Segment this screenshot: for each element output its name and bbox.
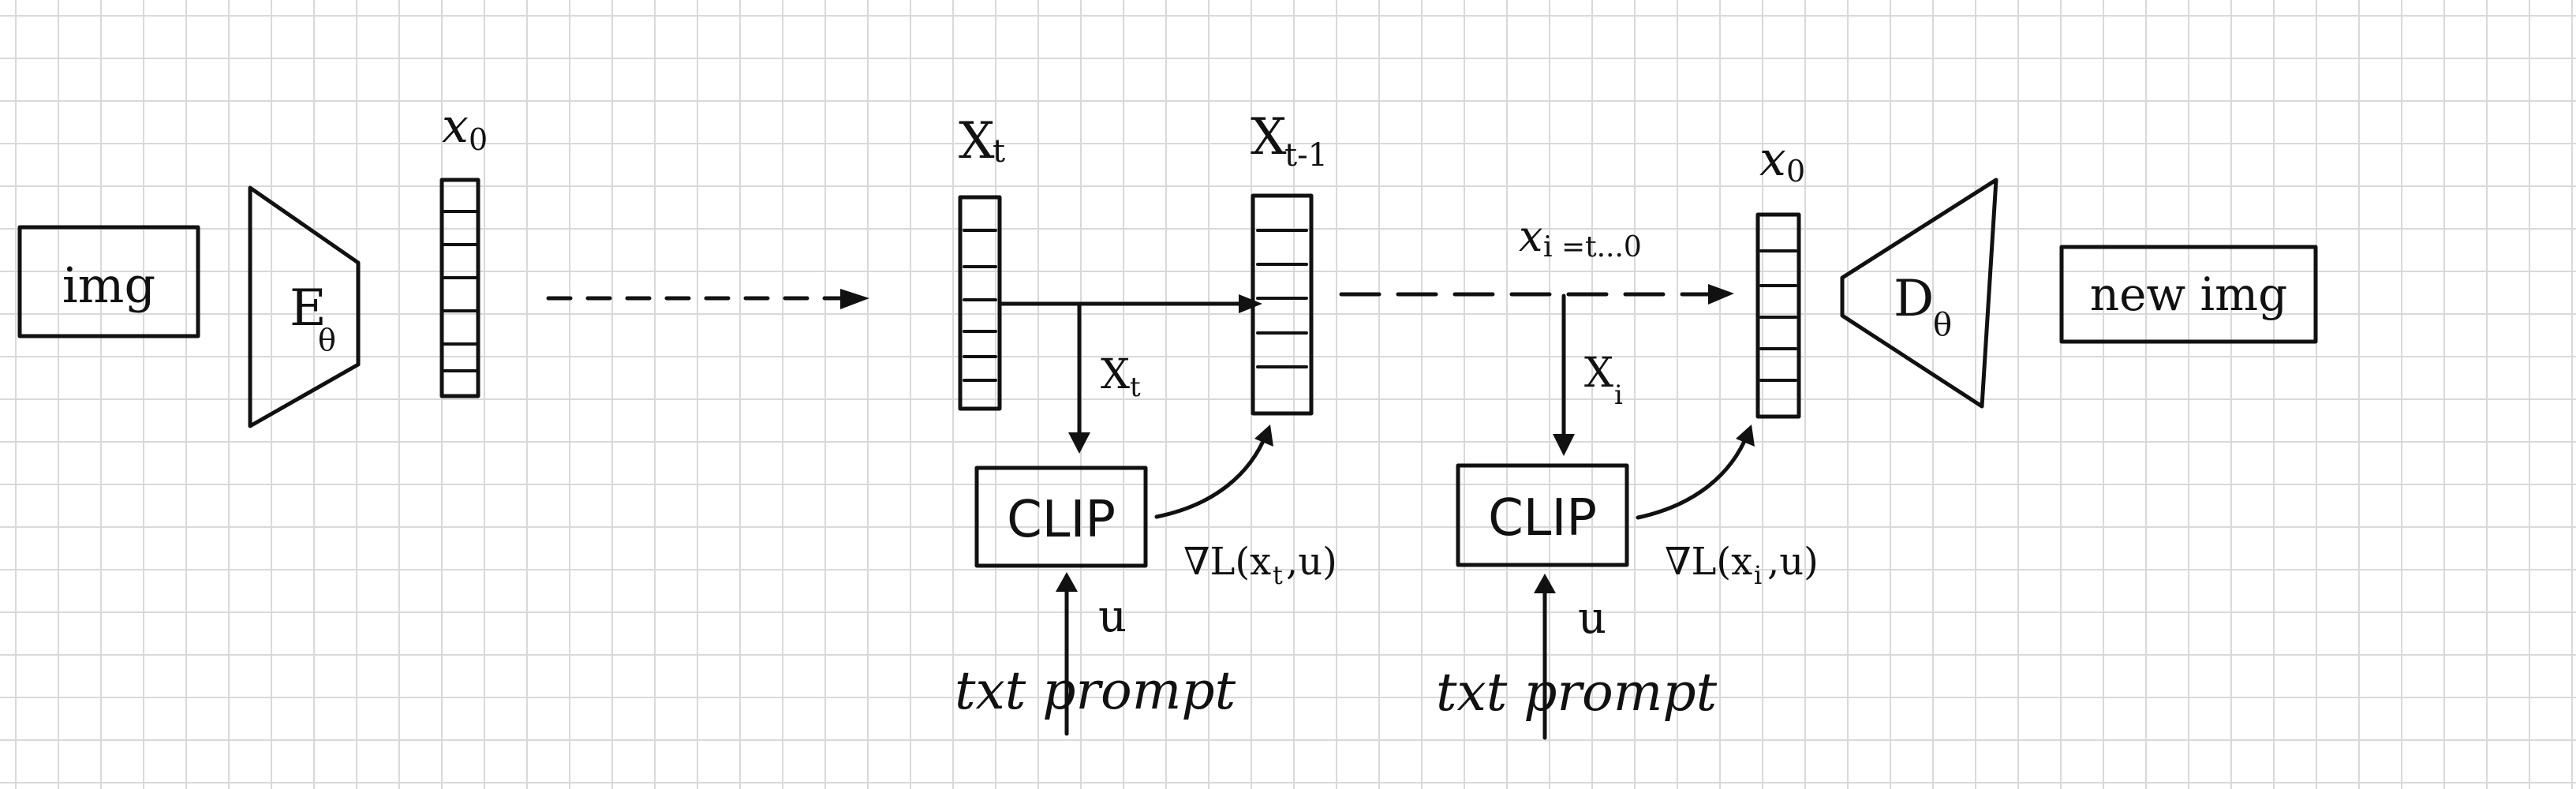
clip-2-gradient-subscript: i: [1754, 560, 1762, 590]
encoder-symbol: E: [290, 279, 327, 338]
clip-2-prompt-label: txt prompt: [1436, 662, 1718, 723]
loop-label-symbol: x: [1519, 211, 1542, 261]
input-image-box: [17, 225, 200, 338]
latent-xt-minus-1-bar: [1251, 193, 1314, 416]
clip-2-prompt-arrowhead: [1534, 574, 1556, 593]
latent-x0-bar: [439, 178, 480, 398]
clip-block-1: CLIP ∇L(x t ,u) u txt prompt: [955, 424, 1337, 736]
clip-1-label: CLIP: [1007, 491, 1116, 549]
xi-to-clip-arrow: X i: [1553, 294, 1623, 456]
denoise-step-arrowhead: [1239, 294, 1262, 313]
latent-xt-minus-1-subscript: t-1: [1284, 137, 1328, 174]
decoder-block: D θ: [1840, 178, 1998, 409]
decoder-symbol: D: [1894, 270, 1934, 328]
clip-2-label: CLIP: [1488, 489, 1597, 548]
latent-x0-subscript: 0: [469, 122, 488, 157]
xi-branch-subscript: i: [1614, 380, 1623, 411]
iterative-denoise-arrow: x i =t...0: [1339, 211, 1734, 305]
forward-noise-arrow: [546, 289, 869, 309]
xt-branch-symbol: X: [1101, 351, 1130, 398]
xi-branch-symbol: X: [1584, 350, 1613, 397]
output-image-box: [2059, 245, 2318, 344]
denoise-step-arrow: [997, 294, 1262, 313]
forward-noise-arrowhead: [840, 289, 869, 309]
clip-1-prompt-arrowhead: [1056, 572, 1078, 592]
latent-x0-final-symbol: x: [1759, 132, 1786, 187]
output-image-label: new img: [2090, 267, 2287, 321]
clip-2-box: [1456, 463, 1629, 567]
latent-xt-minus-1: X t-1: [1251, 108, 1328, 416]
loop-label-subscript: i =t...0: [1543, 231, 1642, 264]
clip-1-u-label: u: [1098, 591, 1127, 642]
clip-block-2: CLIP ∇L(x i ,u) u txt prompt: [1436, 424, 1819, 740]
latent-xt-minus-1-cells: [1256, 229, 1308, 368]
clip-1-prompt-label: txt prompt: [955, 660, 1236, 721]
latent-xt-symbol: X: [959, 112, 995, 170]
input-image-block: img: [17, 225, 200, 338]
xt-branch-subscript: t: [1130, 372, 1141, 403]
latent-x0-final: x 0: [1755, 132, 1805, 419]
latent-xt-cells: [963, 229, 997, 382]
latent-xt: X t: [958, 112, 1005, 411]
xt-to-clip-arrowhead: [1068, 432, 1090, 454]
input-image-label: img: [62, 256, 155, 314]
latent-x0-encoded: x 0: [439, 99, 488, 398]
xi-to-clip-arrowhead: [1553, 434, 1575, 456]
xt-to-clip-arrow: X t: [1068, 303, 1141, 454]
clip-2-gradient-arrowhead: [1736, 424, 1755, 447]
latent-xt-subscript: t: [993, 133, 1005, 170]
clip-1-gradient-tail: ,u): [1286, 540, 1337, 584]
clip-1-gradient-arrow: [1154, 432, 1269, 519]
clip-1-gradient-label: ∇L(x: [1183, 540, 1271, 584]
iterative-denoise-arrowhead: [1708, 284, 1734, 305]
encoder-shape: [248, 185, 361, 428]
output-image-block: new img: [2059, 245, 2318, 344]
decoder-subscript: θ: [1933, 307, 1952, 343]
encoder-block: E θ: [248, 185, 361, 428]
clip-2-gradient-tail: ,u): [1767, 540, 1819, 584]
clip-1-gradient-subscript: t: [1273, 560, 1283, 590]
latent-x0-final-subscript: 0: [1786, 154, 1805, 189]
latent-x0-final-cells: [1759, 249, 1797, 382]
latent-x0-final-bar: [1755, 212, 1801, 419]
clip-2-gradient-arrow: [1636, 432, 1750, 520]
clip-1-gradient-arrowhead: [1254, 424, 1273, 447]
latent-x0-symbol: x: [442, 99, 469, 154]
latent-xt-minus-1-symbol: X: [1251, 108, 1287, 166]
clip-2-gradient-label: ∇L(x: [1665, 540, 1752, 584]
encoder-subscript: θ: [318, 323, 336, 357]
decoder-shape: [1840, 178, 1998, 409]
latent-x0-cells: [442, 210, 478, 372]
clip-2-u-label: u: [1578, 593, 1606, 644]
clip-1-box: [974, 466, 1148, 568]
